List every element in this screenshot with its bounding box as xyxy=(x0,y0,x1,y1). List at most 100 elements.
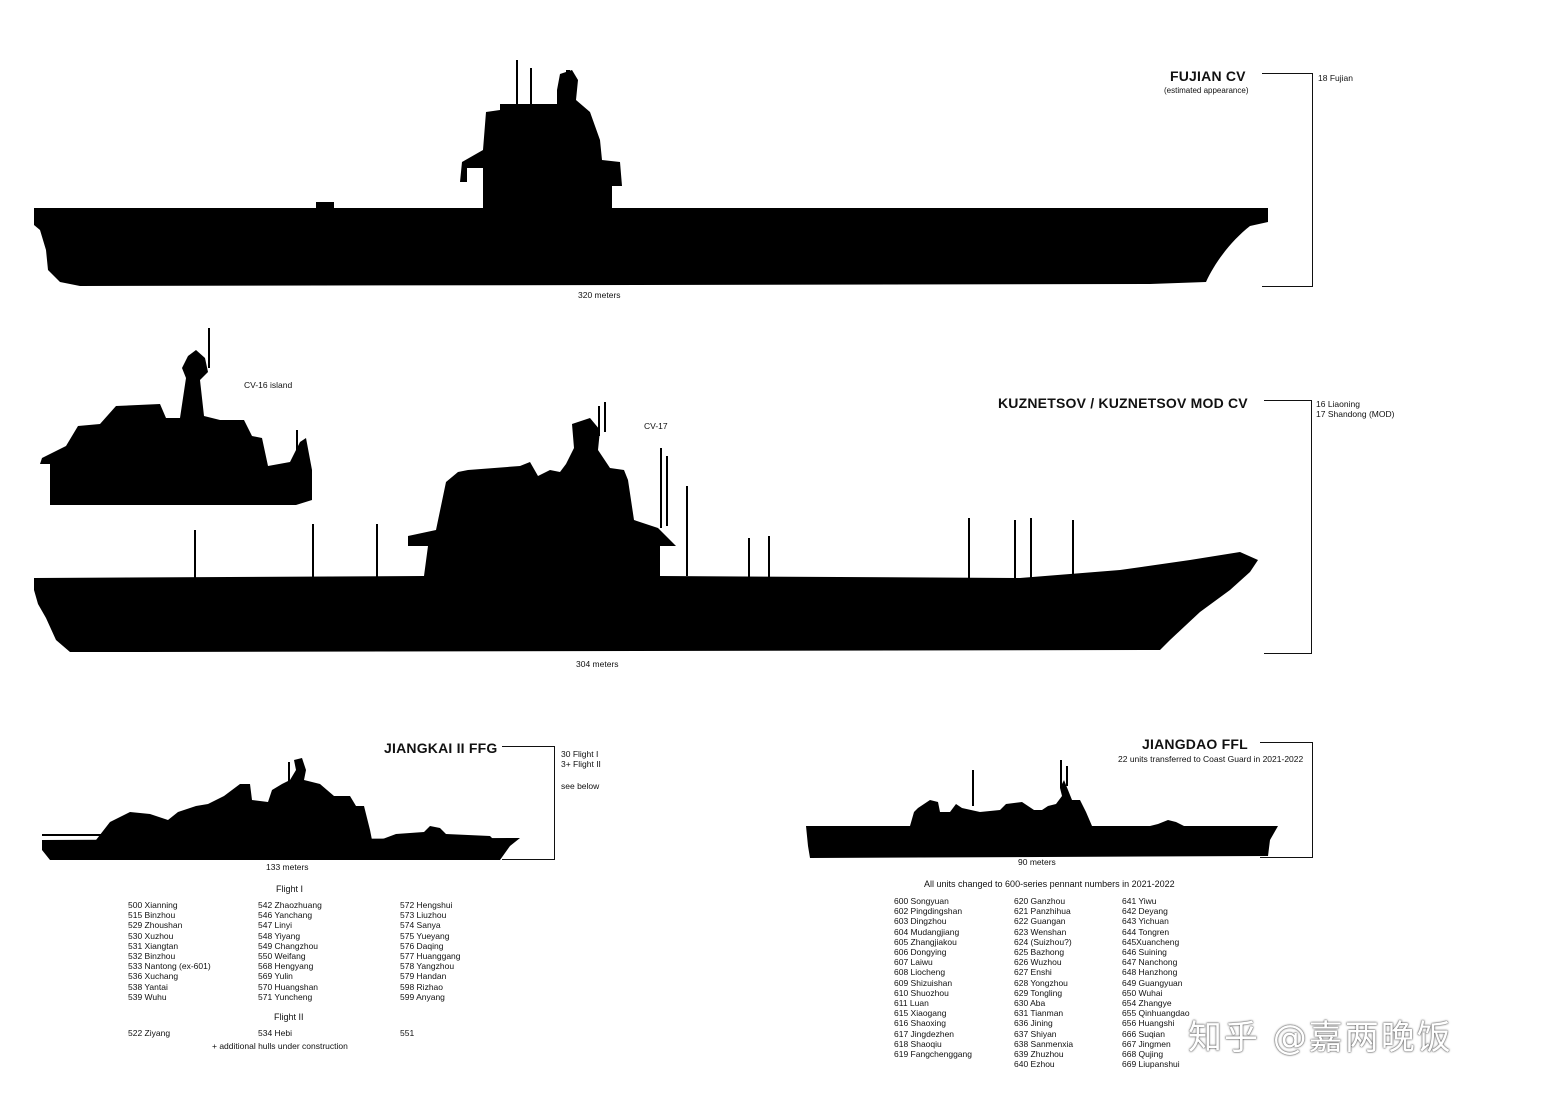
kuznetsov-unit: 16 Liaoning xyxy=(1316,399,1360,409)
list-item: 645Xuancheng xyxy=(1122,936,1180,947)
list-item: 628 Yongzhou xyxy=(1014,977,1068,988)
jiangkai-unit: 3+ Flight II xyxy=(561,759,601,769)
list-item: 627 Enshi xyxy=(1014,967,1052,978)
jiangdao-header: All units changed to 600-series pennant … xyxy=(924,879,1175,889)
list-item: 615 Xiaogang xyxy=(894,1008,947,1019)
list-item: 650 Wuhai xyxy=(1122,987,1163,998)
kuznetsov-silhouette xyxy=(34,402,1258,652)
jiangdao-bracket xyxy=(1260,742,1313,858)
list-item: 656 Huangshi xyxy=(1122,1018,1175,1029)
list-item: 631 Tianman xyxy=(1014,1008,1064,1019)
list-item: 667 Jingmen xyxy=(1122,1038,1171,1049)
list-item: 644 Tongren xyxy=(1122,926,1170,937)
jiangkai-title: JIANGKAI II FFG xyxy=(384,740,498,756)
jiangkai-units: 30 Flight I 3+ Flight II xyxy=(561,749,601,769)
list-item: 576 Daqing xyxy=(400,940,444,951)
jiangdao-col-1: 600 Songyuan 602 Pingdingshan 603 Dingzh… xyxy=(894,896,972,1059)
list-item: 642 Deyang xyxy=(1122,906,1168,917)
list-item: 638 Sanmenxia xyxy=(1014,1038,1074,1049)
jiangkai-flight2-col-3: 551 xyxy=(400,1028,414,1038)
list-item: 611 Luan xyxy=(894,998,929,1009)
list-item: 603 Dingzhou xyxy=(894,916,947,927)
jiangdao-col-3: 641 Yiwu 642 Deyang 643 Yichuan 644 Tong… xyxy=(1122,896,1190,1069)
list-item: 602 Pingdingshan xyxy=(894,906,963,917)
kuznetsov-units: 16 Liaoning 17 Shandong (MOD) xyxy=(1316,399,1394,419)
list-item: 548 Yiyang xyxy=(258,930,301,941)
fujian-silhouette xyxy=(34,60,1268,286)
list-item: 570 Huangshan xyxy=(258,981,319,992)
list-item: 579 Handan xyxy=(400,971,447,982)
jiangkai-note: see below xyxy=(561,781,600,791)
list-item: 655 Qinhuangdao xyxy=(1122,1008,1190,1019)
list-item: 639 Zhuzhou xyxy=(1014,1049,1064,1060)
list-item: 618 Shaoqiu xyxy=(894,1038,942,1049)
list-item: 568 Hengyang xyxy=(258,961,314,972)
list-item: 529 Zhoushan xyxy=(128,920,183,931)
list-item: 668 Qujing xyxy=(1122,1049,1164,1060)
list-item: 624 (Suizhou?) xyxy=(1014,936,1072,947)
list-item: 574 Sanya xyxy=(400,920,441,931)
jiangkai-flight1-col-1: 500 Xianning 515 Binzhou 529 Zhoushan 53… xyxy=(128,900,211,1002)
cv16-island-label: CV-16 island xyxy=(244,380,293,390)
list-item: 629 Tongling xyxy=(1014,987,1063,998)
list-item: 573 Liuzhou xyxy=(400,910,447,921)
list-item: 569 Yulin xyxy=(258,971,293,982)
list-item: 551 xyxy=(400,1028,415,1038)
list-item: 610 Shuozhou xyxy=(894,987,949,998)
list-item: 532 Binzhou xyxy=(128,951,176,962)
list-item: 621 Panzhihua xyxy=(1014,906,1071,917)
list-item: 623 Wenshan xyxy=(1014,926,1067,937)
list-item: 515 Binzhou xyxy=(128,910,176,921)
list-item: 637 Shiyan xyxy=(1014,1028,1057,1039)
jiangkai-length: 133 meters xyxy=(266,862,309,872)
jiangkai-bracket xyxy=(502,746,555,860)
list-item: 572 Hengshui xyxy=(400,900,453,910)
list-item: 607 Laiwu xyxy=(894,957,933,968)
list-item: 538 Yantai xyxy=(128,981,168,992)
list-item: 599 Anyang xyxy=(400,991,445,1002)
list-item: 575 Yueyang xyxy=(400,930,450,941)
jiangkai-silhouette xyxy=(42,758,520,860)
list-item: 647 Nanchong xyxy=(1122,957,1178,968)
list-item: 609 Shizuishan xyxy=(894,977,953,988)
list-item: 605 Zhangjiakou xyxy=(894,936,957,947)
jiangdao-subtitle: 22 units transferred to Coast Guard in 2… xyxy=(1118,754,1304,764)
list-item: 649 Guangyuan xyxy=(1122,977,1183,988)
jiangdao-col-2: 620 Ganzhou 621 Panzhihua 622 Guangan 62… xyxy=(1014,896,1073,1069)
list-item: 654 Zhangye xyxy=(1122,998,1172,1009)
list-item: 641 Yiwu xyxy=(1122,896,1157,906)
list-item: 606 Dongying xyxy=(894,947,947,958)
list-item: 600 Songyuan xyxy=(894,896,949,906)
fujian-subtitle: (estimated appearance) xyxy=(1164,86,1249,95)
list-item: 598 Rizhao xyxy=(400,981,444,992)
list-item: 530 Xuzhou xyxy=(128,930,174,941)
jiangkai-flight2-header: Flight II xyxy=(274,1012,304,1022)
list-item: 669 Liupanshui xyxy=(1122,1059,1180,1070)
list-item: 578 Yangzhou xyxy=(400,961,455,972)
list-item: 625 Bazhong xyxy=(1014,947,1065,958)
list-item: 533 Nantong (ex-601) xyxy=(128,961,211,972)
list-item: 531 Xiangtan xyxy=(128,940,179,951)
list-item: 550 Weifang xyxy=(258,951,306,962)
list-item: 643 Yichuan xyxy=(1122,916,1169,927)
list-item: 542 Zhaozhuang xyxy=(258,900,322,910)
list-item: 622 Guangan xyxy=(1014,916,1066,927)
zhihu-watermark: 知乎 @嘉两晚饭 xyxy=(1188,1018,1453,1058)
kuznetsov-title: KUZNETSOV / KUZNETSOV MOD CV xyxy=(998,395,1248,411)
jiangdao-title: JIANGDAO FFL xyxy=(1142,736,1248,752)
jiangkai-flight2-col-2: 534 Hebi xyxy=(258,1028,292,1038)
list-item: 620 Ganzhou xyxy=(1014,896,1066,906)
cv17-label: CV-17 xyxy=(644,421,668,431)
jiangkai-flight1-col-3: 572 Hengshui 573 Liuzhou 574 Sanya 575 Y… xyxy=(400,900,461,1002)
list-item: 571 Yuncheng xyxy=(258,991,313,1002)
kuznetsov-bracket xyxy=(1264,400,1312,654)
list-item: 500 Xianning xyxy=(128,900,178,910)
list-item: 630 Aba xyxy=(1014,998,1046,1009)
jiangkai-flight1-header: Flight I xyxy=(276,884,304,894)
list-item: 626 Wuzhou xyxy=(1014,957,1062,968)
fujian-length: 320 meters xyxy=(578,290,621,300)
fujian-units: 18 Fujian xyxy=(1318,73,1353,83)
list-item: 616 Shaoxing xyxy=(894,1018,946,1029)
